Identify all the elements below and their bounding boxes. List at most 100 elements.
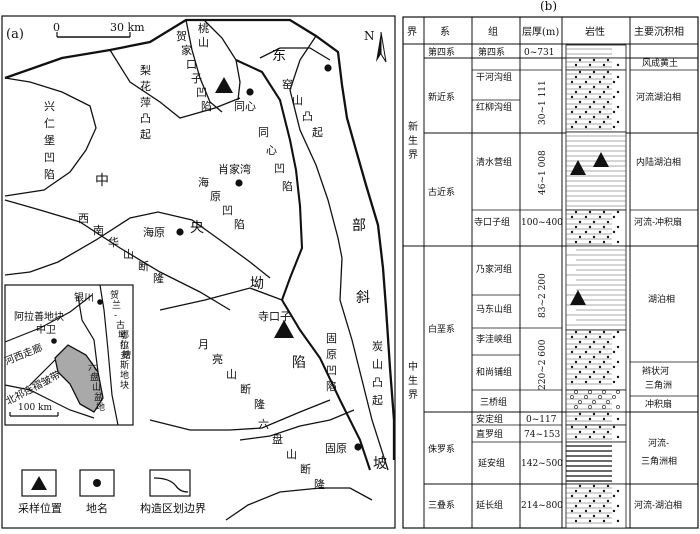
litho-dot [602, 519, 606, 523]
litho-layer [565, 245, 627, 331]
glyph: 兰 [112, 299, 121, 311]
litho-dot [616, 120, 620, 124]
inset-yinchuan: 银川 [74, 291, 94, 304]
basin-outer-boundary [4, 18, 396, 460]
litho-dot [588, 75, 592, 79]
glyph: 桃 [198, 21, 209, 35]
litho-dot [588, 240, 592, 244]
litho-dot [574, 210, 578, 214]
place-guyuan: 固原 [325, 442, 347, 455]
litho-dot [588, 360, 592, 364]
litho-dot [612, 425, 616, 429]
place-tongxin: 同心 [234, 100, 256, 113]
litho-dot [602, 435, 606, 439]
litho-dot [584, 395, 588, 399]
litho-dot [584, 95, 588, 99]
glyph: 陷 [201, 99, 212, 113]
glyph: 仁 [44, 117, 55, 130]
glyph: 凹 [222, 204, 233, 217]
glyph: 盘 [272, 432, 283, 446]
litho-dot [616, 360, 620, 364]
label-taoshan: 桃山 [198, 21, 209, 49]
sample-marker-hejia [215, 77, 233, 93]
glyph: 隆 [314, 477, 325, 491]
header-jie: 界 [407, 26, 417, 38]
litho-dot [588, 504, 592, 508]
glyph: 盆 [94, 391, 103, 403]
litho-dot [616, 240, 620, 244]
litho-dot [616, 435, 620, 439]
glyph: 海 [198, 175, 209, 189]
litho-dot [602, 360, 606, 364]
boundary-yueliang-n [159, 287, 283, 311]
litho-dot [612, 395, 616, 399]
fm-yanchang: 延长组 [476, 499, 503, 511]
inset-alashan: 阿拉善地块 [14, 310, 64, 323]
glyph: 山 [372, 358, 383, 371]
litho-dot [606, 220, 610, 224]
litho-dot [592, 499, 596, 503]
litho-dot [578, 340, 582, 344]
big-zhong: 中 [95, 173, 109, 189]
glyph: 陷 [44, 167, 55, 181]
inset-basin [54, 344, 104, 413]
litho-sample-marker-1 [570, 160, 586, 175]
glyph: 西 [78, 212, 89, 225]
fm-qingshuiying: 清水营组 [476, 156, 512, 168]
glyph: 贺 [110, 289, 119, 301]
litho-dot [574, 519, 578, 523]
litho-dot [598, 95, 602, 99]
litho-dot [570, 509, 574, 513]
litho-dot [602, 210, 606, 214]
glyph: 生 [408, 134, 418, 147]
litho-dot [602, 375, 606, 379]
glyph: 山 [123, 248, 134, 261]
glyph: 界 [408, 389, 418, 401]
litho-dot [588, 120, 592, 124]
lithology-column [565, 44, 627, 529]
litho-layer [565, 44, 627, 59]
sample-marker-sikouzi [274, 320, 294, 338]
litho-dot [616, 519, 620, 523]
system-cretaceous: 白垩系 [428, 323, 455, 335]
place-dot-guyuan [354, 443, 362, 451]
litho-dot [606, 370, 610, 374]
legend-sample-label: 采样位置 [18, 501, 62, 515]
fm-quaternary: 第四系 [478, 46, 505, 58]
litho-dot [616, 375, 620, 379]
glyph: 盘 [90, 371, 99, 383]
litho-dot [578, 430, 582, 434]
header-lithology: 岩性 [585, 25, 605, 38]
inset-scale: 100 km [18, 403, 52, 413]
glyph: 窑 [282, 77, 293, 91]
litho-dot [602, 489, 606, 493]
litho-dot [578, 514, 582, 518]
litho-dot [606, 400, 610, 404]
litho-dot [616, 489, 620, 493]
litho-dot [570, 494, 574, 498]
glyph: 凸 [372, 376, 383, 389]
glyph: 起 [312, 126, 323, 139]
facies-fluvial-lake-2: 河流-湖泊相 [634, 499, 682, 511]
litho-dot [616, 210, 620, 214]
litho-dot [602, 330, 606, 334]
litho-layer [565, 57, 627, 71]
glyph: 山 [198, 36, 209, 49]
litho-dot [598, 509, 602, 513]
litho-dot [584, 230, 588, 234]
thick-zhiluo: 74~153 [524, 430, 560, 440]
system-triassic: 三叠系 [428, 500, 455, 511]
big-bu: 部 [352, 218, 366, 234]
system-quaternary: 第四系 [428, 46, 455, 58]
litho-dot [616, 330, 620, 334]
litho-dot [584, 425, 588, 429]
litho-dot [616, 417, 620, 421]
